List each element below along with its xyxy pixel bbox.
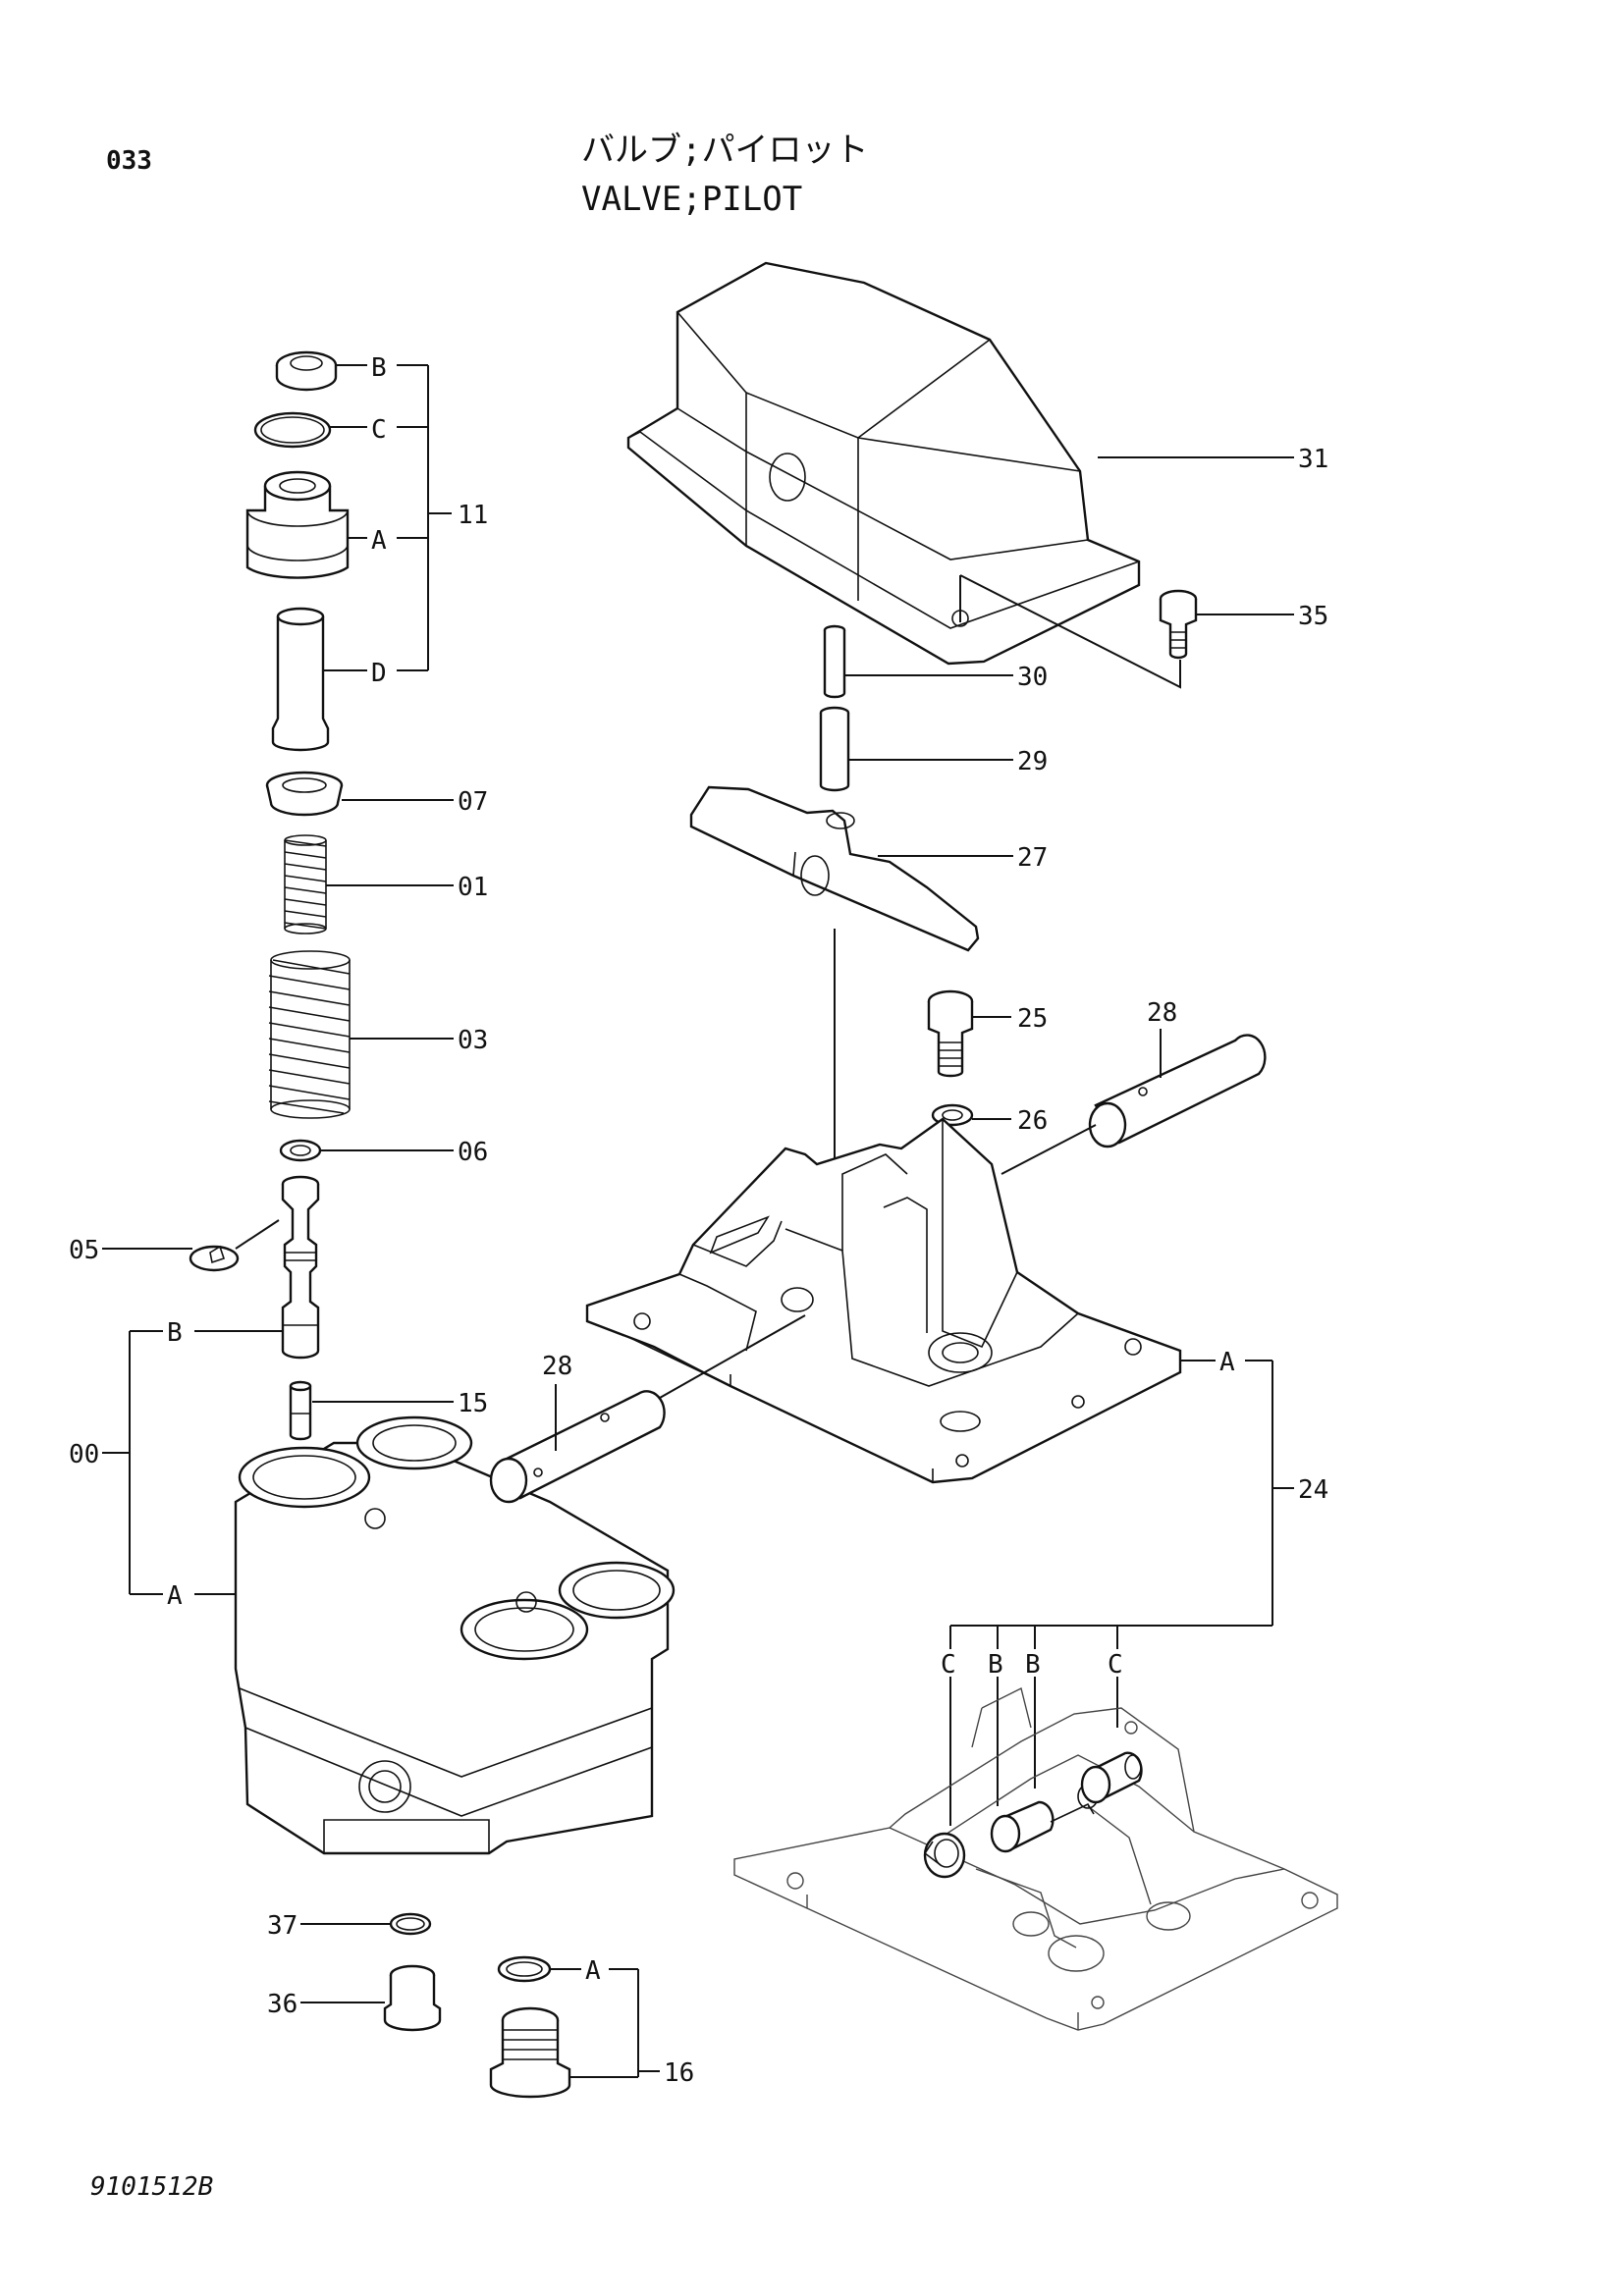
label-16-a: A	[585, 1956, 601, 1986]
label-11-d: D	[371, 659, 387, 688]
label-00-b: B	[167, 1318, 183, 1348]
part-31-cover	[626, 261, 1141, 666]
part-36-plug	[383, 1964, 442, 2032]
leader-28-upper	[1001, 1124, 1097, 1175]
bracket-11	[324, 364, 452, 671]
callout-11: 11	[458, 501, 488, 530]
part-01-spring	[284, 834, 327, 934]
callout-31: 31	[1298, 445, 1328, 474]
leader-35	[959, 574, 1181, 689]
part-11-d-pin	[271, 607, 330, 752]
part-06-washer	[279, 1139, 322, 1162]
part-24-base	[585, 1117, 1182, 1484]
part-16-a-oring	[497, 1955, 552, 1983]
callout-30: 30	[1017, 663, 1048, 692]
callout-01: 01	[458, 873, 488, 902]
part-29-bushing	[819, 706, 850, 792]
part-30-pin	[823, 624, 846, 699]
label-11-b: B	[371, 353, 387, 383]
callout-03: 03	[458, 1026, 488, 1055]
part-11-b-cap	[275, 350, 338, 392]
callout-25: 25	[1017, 1004, 1048, 1034]
part-28-pin-lower	[489, 1390, 666, 1504]
part-25-screw	[927, 989, 974, 1078]
bracket-00	[102, 1330, 283, 1595]
callout-15: 15	[458, 1389, 488, 1418]
part-00-b-spool	[281, 1175, 320, 1360]
callout-36: 36	[267, 1990, 298, 2019]
callout-35: 35	[1298, 602, 1328, 631]
part-16-plug	[489, 2006, 571, 2099]
bracket-24	[949, 1360, 1294, 1826]
label-00-a: A	[167, 1581, 183, 1611]
bracket-16	[550, 1968, 660, 2078]
callout-16: 16	[664, 2058, 694, 2088]
callout-06: 06	[458, 1138, 488, 1167]
part-11-c-oring	[253, 411, 332, 449]
callout-29: 29	[1017, 747, 1048, 776]
part-03-spring	[268, 950, 351, 1119]
part-27-plate	[689, 785, 980, 952]
drawing-number: 9101512B	[90, 2172, 213, 2202]
seal-c-2	[1080, 1751, 1143, 1804]
part-11-a-bushing	[245, 470, 350, 579]
part-35-screw	[1159, 589, 1198, 660]
callout-27: 27	[1017, 843, 1048, 873]
callout-00: 00	[69, 1440, 99, 1469]
part-28-pin-upper	[1088, 1034, 1267, 1148]
label-11-c: C	[371, 415, 387, 445]
seal-b-1	[990, 1800, 1055, 1853]
part-15-pin	[289, 1380, 312, 1441]
part-05-clip	[189, 1219, 280, 1272]
label-24-c-2: C	[1108, 1650, 1123, 1680]
leader-28-lower	[659, 1314, 806, 1399]
part-07-seat	[265, 771, 344, 817]
label-24-c-1: C	[941, 1650, 956, 1680]
callout-24: 24	[1298, 1475, 1328, 1505]
label-24-a: A	[1219, 1348, 1235, 1377]
title-english: VALVE;PILOT	[581, 180, 802, 219]
callout-28-lower: 28	[542, 1352, 572, 1381]
callout-26: 26	[1017, 1106, 1048, 1136]
callout-28-upper: 28	[1147, 998, 1177, 1028]
page-code: 033	[106, 146, 152, 176]
label-24-b-2: B	[1025, 1650, 1041, 1680]
label-11-a: A	[371, 526, 387, 556]
callout-05: 05	[69, 1236, 99, 1265]
label-24-b-1: B	[988, 1650, 1003, 1680]
seal-c-1	[923, 1832, 966, 1879]
part-00-a-valve-body	[234, 1415, 676, 1855]
part-24-base-underside	[733, 1686, 1338, 2031]
part-37-oring	[389, 1912, 432, 1936]
title-japanese: バルブ;パイロット	[581, 131, 868, 170]
callout-37: 37	[267, 1911, 298, 1941]
callout-07: 07	[458, 787, 488, 817]
